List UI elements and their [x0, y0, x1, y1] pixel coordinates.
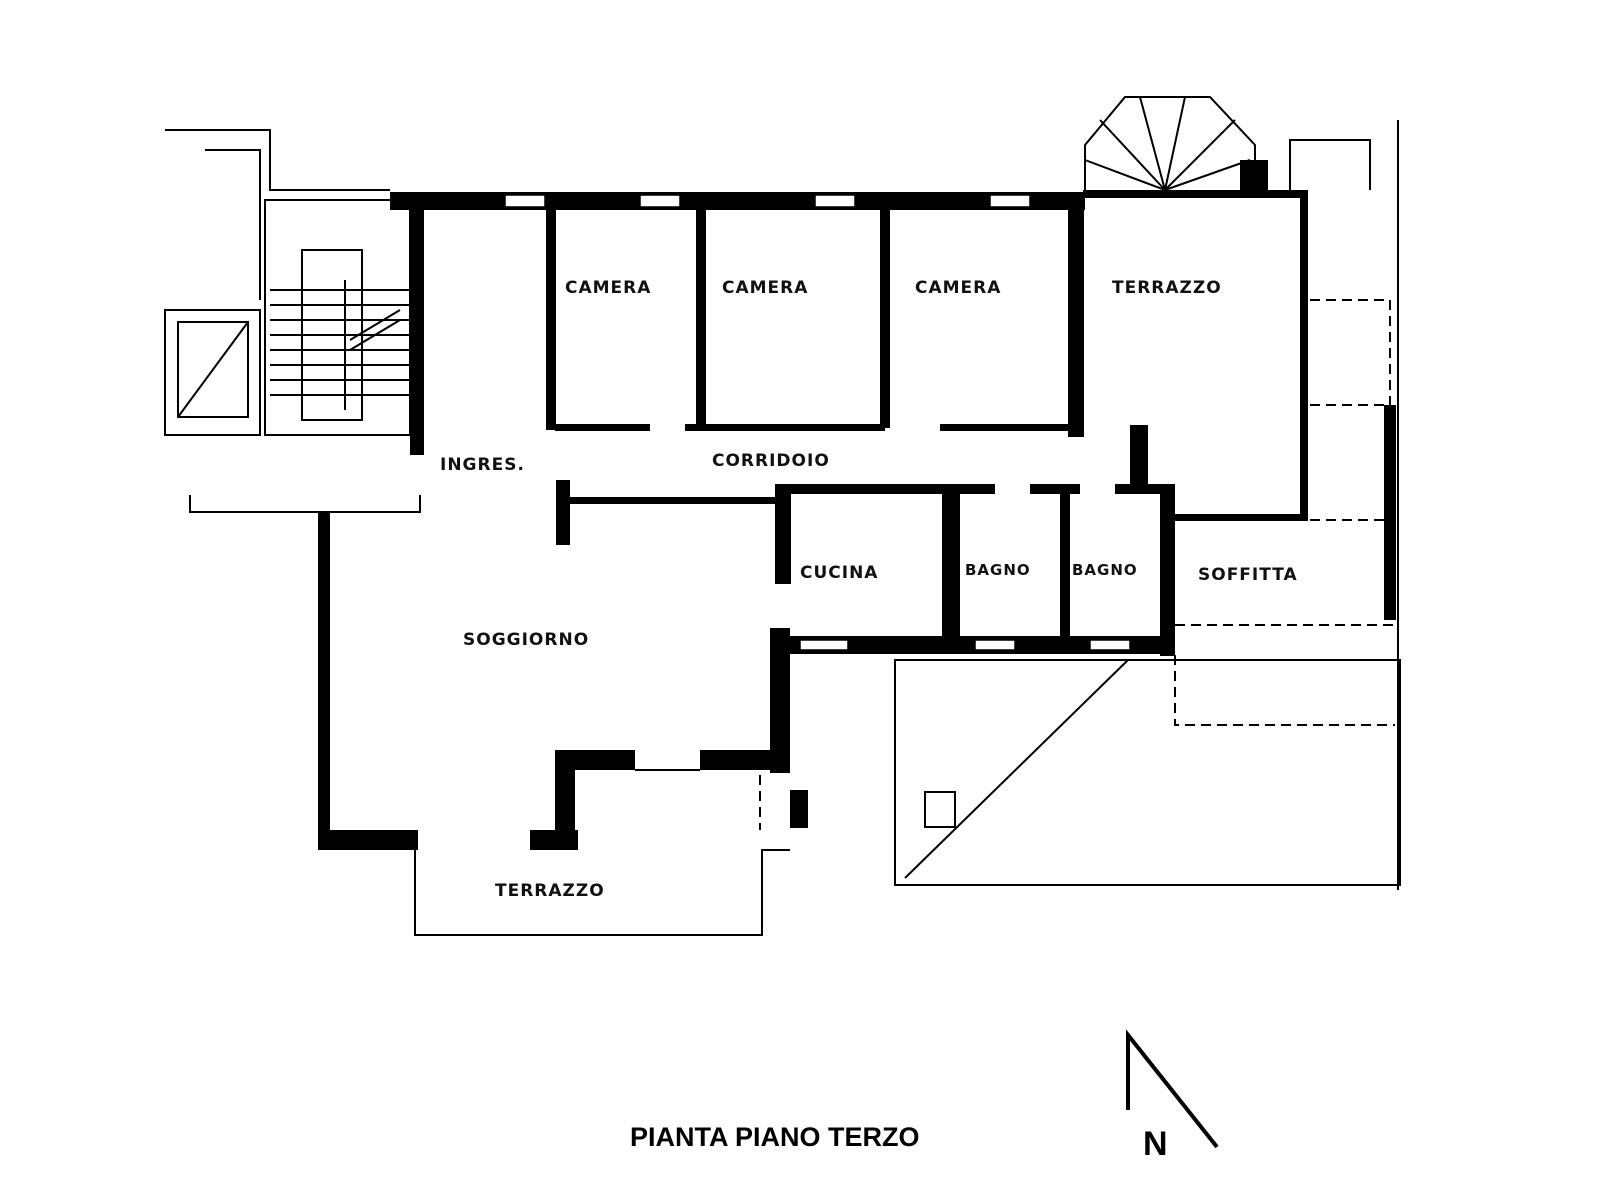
north-arrow-icon: N: [1126, 1029, 1219, 1163]
room-label-ingresso: INGRES.: [440, 455, 525, 475]
room-label-bagno-2: BAGNO: [1072, 561, 1138, 579]
room-label-soggiorno: SOGGIORNO: [463, 630, 589, 650]
spiral-stair: [1084, 96, 1256, 190]
room-label-soffitta: SOFFITTA: [1198, 565, 1298, 585]
room-label-terrazzo-south: TERRAZZO: [495, 881, 605, 901]
room-label-cucina: CUCINA: [800, 563, 878, 583]
room-label-camera-2: CAMERA: [722, 278, 808, 298]
plan-title: PIANTA PIANO TERZO: [630, 1122, 920, 1152]
room-label-terrazzo-north: TERRAZZO: [1112, 278, 1222, 298]
room-labels: CAMERA CAMERA CAMERA TERRAZZO INGRES. CO…: [440, 278, 1298, 901]
thin-lines: [164, 96, 1401, 936]
room-label-corridoio: CORRIDOIO: [712, 451, 830, 471]
room-label-bagno-1: BAGNO: [965, 561, 1031, 579]
stair-steps: [270, 280, 410, 410]
room-label-camera-3: CAMERA: [915, 278, 1001, 298]
walls: [318, 160, 1396, 850]
room-label-camera-1: CAMERA: [565, 278, 651, 298]
north-label: N: [1143, 1125, 1168, 1163]
